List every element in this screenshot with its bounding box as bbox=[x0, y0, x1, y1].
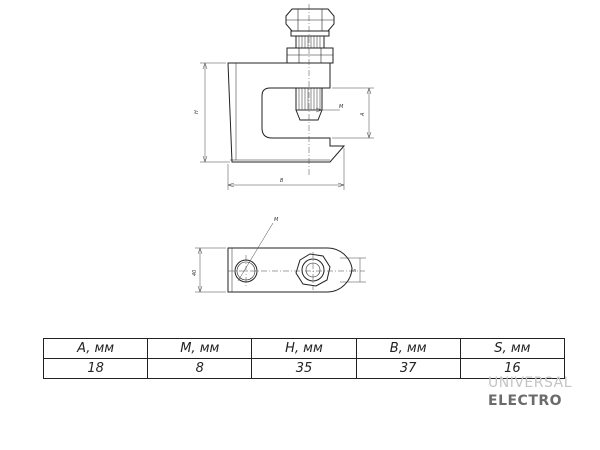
specs-header-row: A, мм M, мм H, мм B, мм S, мм bbox=[42, 338, 566, 359]
clamp-plan-view bbox=[227, 247, 353, 293]
header-B: B, мм bbox=[355, 338, 461, 359]
dim-40-label: 40 bbox=[192, 270, 198, 276]
dim-S-label: S bbox=[352, 268, 358, 272]
dim-B-label: B bbox=[280, 178, 284, 184]
value-S: 16 bbox=[459, 358, 566, 379]
value-M: 8 bbox=[147, 358, 253, 379]
value-A: 18 bbox=[42, 358, 149, 379]
brand-watermark: UNIVERSAL ELECTRO bbox=[488, 374, 578, 410]
dim-H-label: H bbox=[194, 110, 200, 114]
header-H: H, мм bbox=[251, 338, 357, 359]
header-A: A, мм bbox=[42, 338, 149, 359]
watermark-line1: UNIVERSAL bbox=[488, 375, 573, 391]
value-B: 37 bbox=[355, 358, 461, 379]
dim-M-side-label: M bbox=[339, 104, 344, 110]
side-view-dimensions bbox=[200, 4, 374, 190]
value-H: 35 bbox=[251, 358, 357, 379]
header-M: M, мм bbox=[147, 338, 253, 359]
plan-view-dimensions bbox=[195, 222, 366, 293]
header-S: S, мм bbox=[459, 338, 566, 359]
clamp-side-view bbox=[227, 8, 346, 163]
specs-value-row: 18 8 35 37 16 bbox=[42, 358, 566, 379]
technical-drawing: H B A M 40 S M bbox=[192, 4, 374, 293]
dim-A-label: A bbox=[360, 112, 366, 117]
watermark-line2: ELECTRO bbox=[488, 393, 563, 409]
dim-M-plan-label: M bbox=[274, 217, 279, 223]
specs-table: A, мм M, мм H, мм B, мм S, мм 18 8 35 37… bbox=[42, 338, 566, 379]
